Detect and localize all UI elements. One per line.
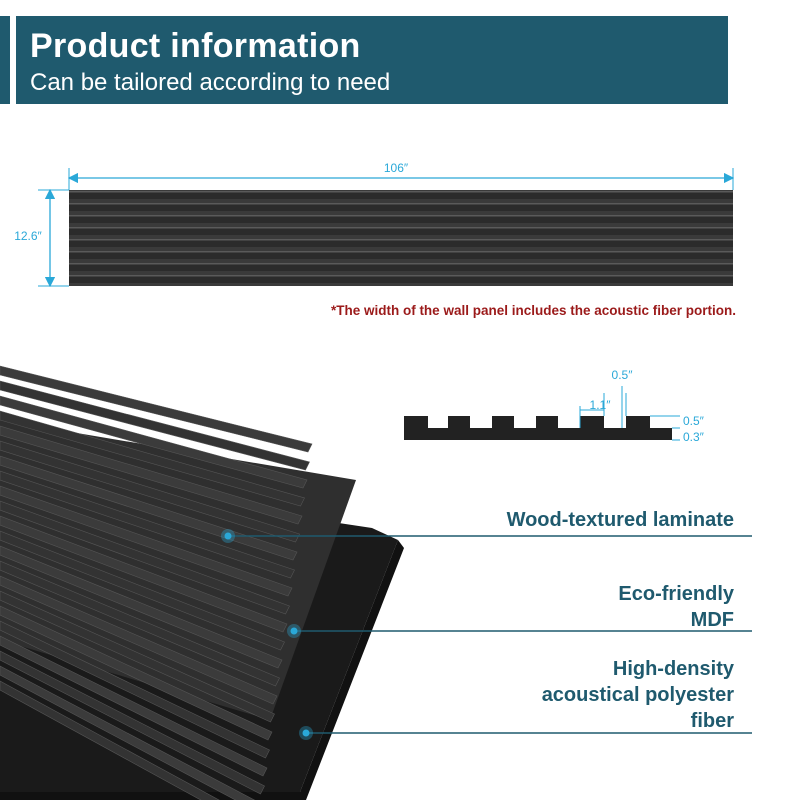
- fiber-text-line3: fiber: [690, 710, 734, 732]
- layer-label-laminate: Wood-textured laminate: [507, 507, 734, 533]
- perspective-slat: [0, 620, 270, 759]
- perspective-slat: [0, 365, 313, 453]
- front-slat-highlight: [69, 215, 733, 217]
- perspective-slat: [0, 395, 308, 489]
- front-slat: [69, 203, 733, 211]
- width-dimension: 106″: [67, 161, 735, 190]
- front-slat: [69, 215, 733, 223]
- front-slat: [69, 251, 733, 259]
- front-slat-highlight: [69, 227, 733, 229]
- panel-perspective-view: [0, 365, 404, 800]
- front-slat: [69, 275, 733, 283]
- callout-leaders: [221, 529, 752, 740]
- perspective-slat: [0, 680, 220, 800]
- perspective-slat: [0, 635, 268, 777]
- front-slat: [69, 263, 733, 271]
- width-note: *The width of the wall panel includes th…: [330, 303, 736, 318]
- perspective-slat: [0, 500, 290, 615]
- front-slat: [69, 191, 733, 199]
- perspective-slat: [0, 650, 265, 795]
- base-thickness-label: 0.3″: [683, 430, 705, 444]
- profile-cross-section: 0.5″ 1.1″ 0.5″ 0.3″: [404, 368, 705, 444]
- height-label: 12.6″: [14, 229, 42, 243]
- perspective-slat: [0, 425, 303, 525]
- front-slat: [69, 239, 733, 247]
- front-slat-highlight: [69, 203, 733, 205]
- perspective-slat: [0, 485, 293, 597]
- perspective-slat: [0, 665, 256, 800]
- slat-height-label: 0.5″: [683, 414, 705, 428]
- page-subtitle: Can be tailored according to need: [30, 69, 391, 96]
- slat-width-label: 1.1″: [590, 398, 612, 412]
- front-slat-highlight: [69, 191, 733, 193]
- page-title: Product information: [30, 27, 361, 65]
- perspective-slat: [0, 545, 283, 669]
- fiber-text-line2: acoustical polyester: [541, 684, 734, 706]
- front-slat: [69, 227, 733, 235]
- perspective-slat: [0, 470, 295, 579]
- perspective-slat: [0, 515, 288, 633]
- perspective-slat: [0, 530, 285, 651]
- front-slat-highlight: [69, 275, 733, 277]
- panel-front-view: [69, 190, 733, 286]
- perspective-slat: [0, 605, 273, 741]
- perspective-slat: [0, 410, 305, 507]
- height-dimension: 12.6″: [14, 188, 69, 288]
- laminate-text: Wood-textured laminate: [506, 509, 734, 531]
- mdf-text-line2: MDF: [690, 609, 734, 631]
- perspective-slat: [0, 440, 300, 543]
- header-banner: Product information Can be tailored acco…: [16, 16, 728, 104]
- header-accent-bar: [0, 16, 10, 104]
- mdf-text-line1: Eco-friendly: [618, 583, 734, 605]
- slat-gap-label: 0.5″: [612, 368, 634, 382]
- perspective-slat: [0, 380, 310, 471]
- layer-label-fiber: High-density acoustical polyester fiber: [542, 656, 734, 734]
- layer-label-mdf: Eco-friendly MDF: [618, 581, 734, 633]
- front-slat-highlight: [69, 263, 733, 265]
- front-slat-highlight: [69, 251, 733, 253]
- perspective-slat: [0, 575, 278, 705]
- fiber-text-line1: High-density: [612, 658, 734, 680]
- perspective-slat: [0, 455, 298, 561]
- perspective-slat: [0, 560, 280, 687]
- perspective-slat: [0, 590, 275, 723]
- width-label: 106″: [384, 161, 409, 175]
- front-slat-highlight: [69, 239, 733, 241]
